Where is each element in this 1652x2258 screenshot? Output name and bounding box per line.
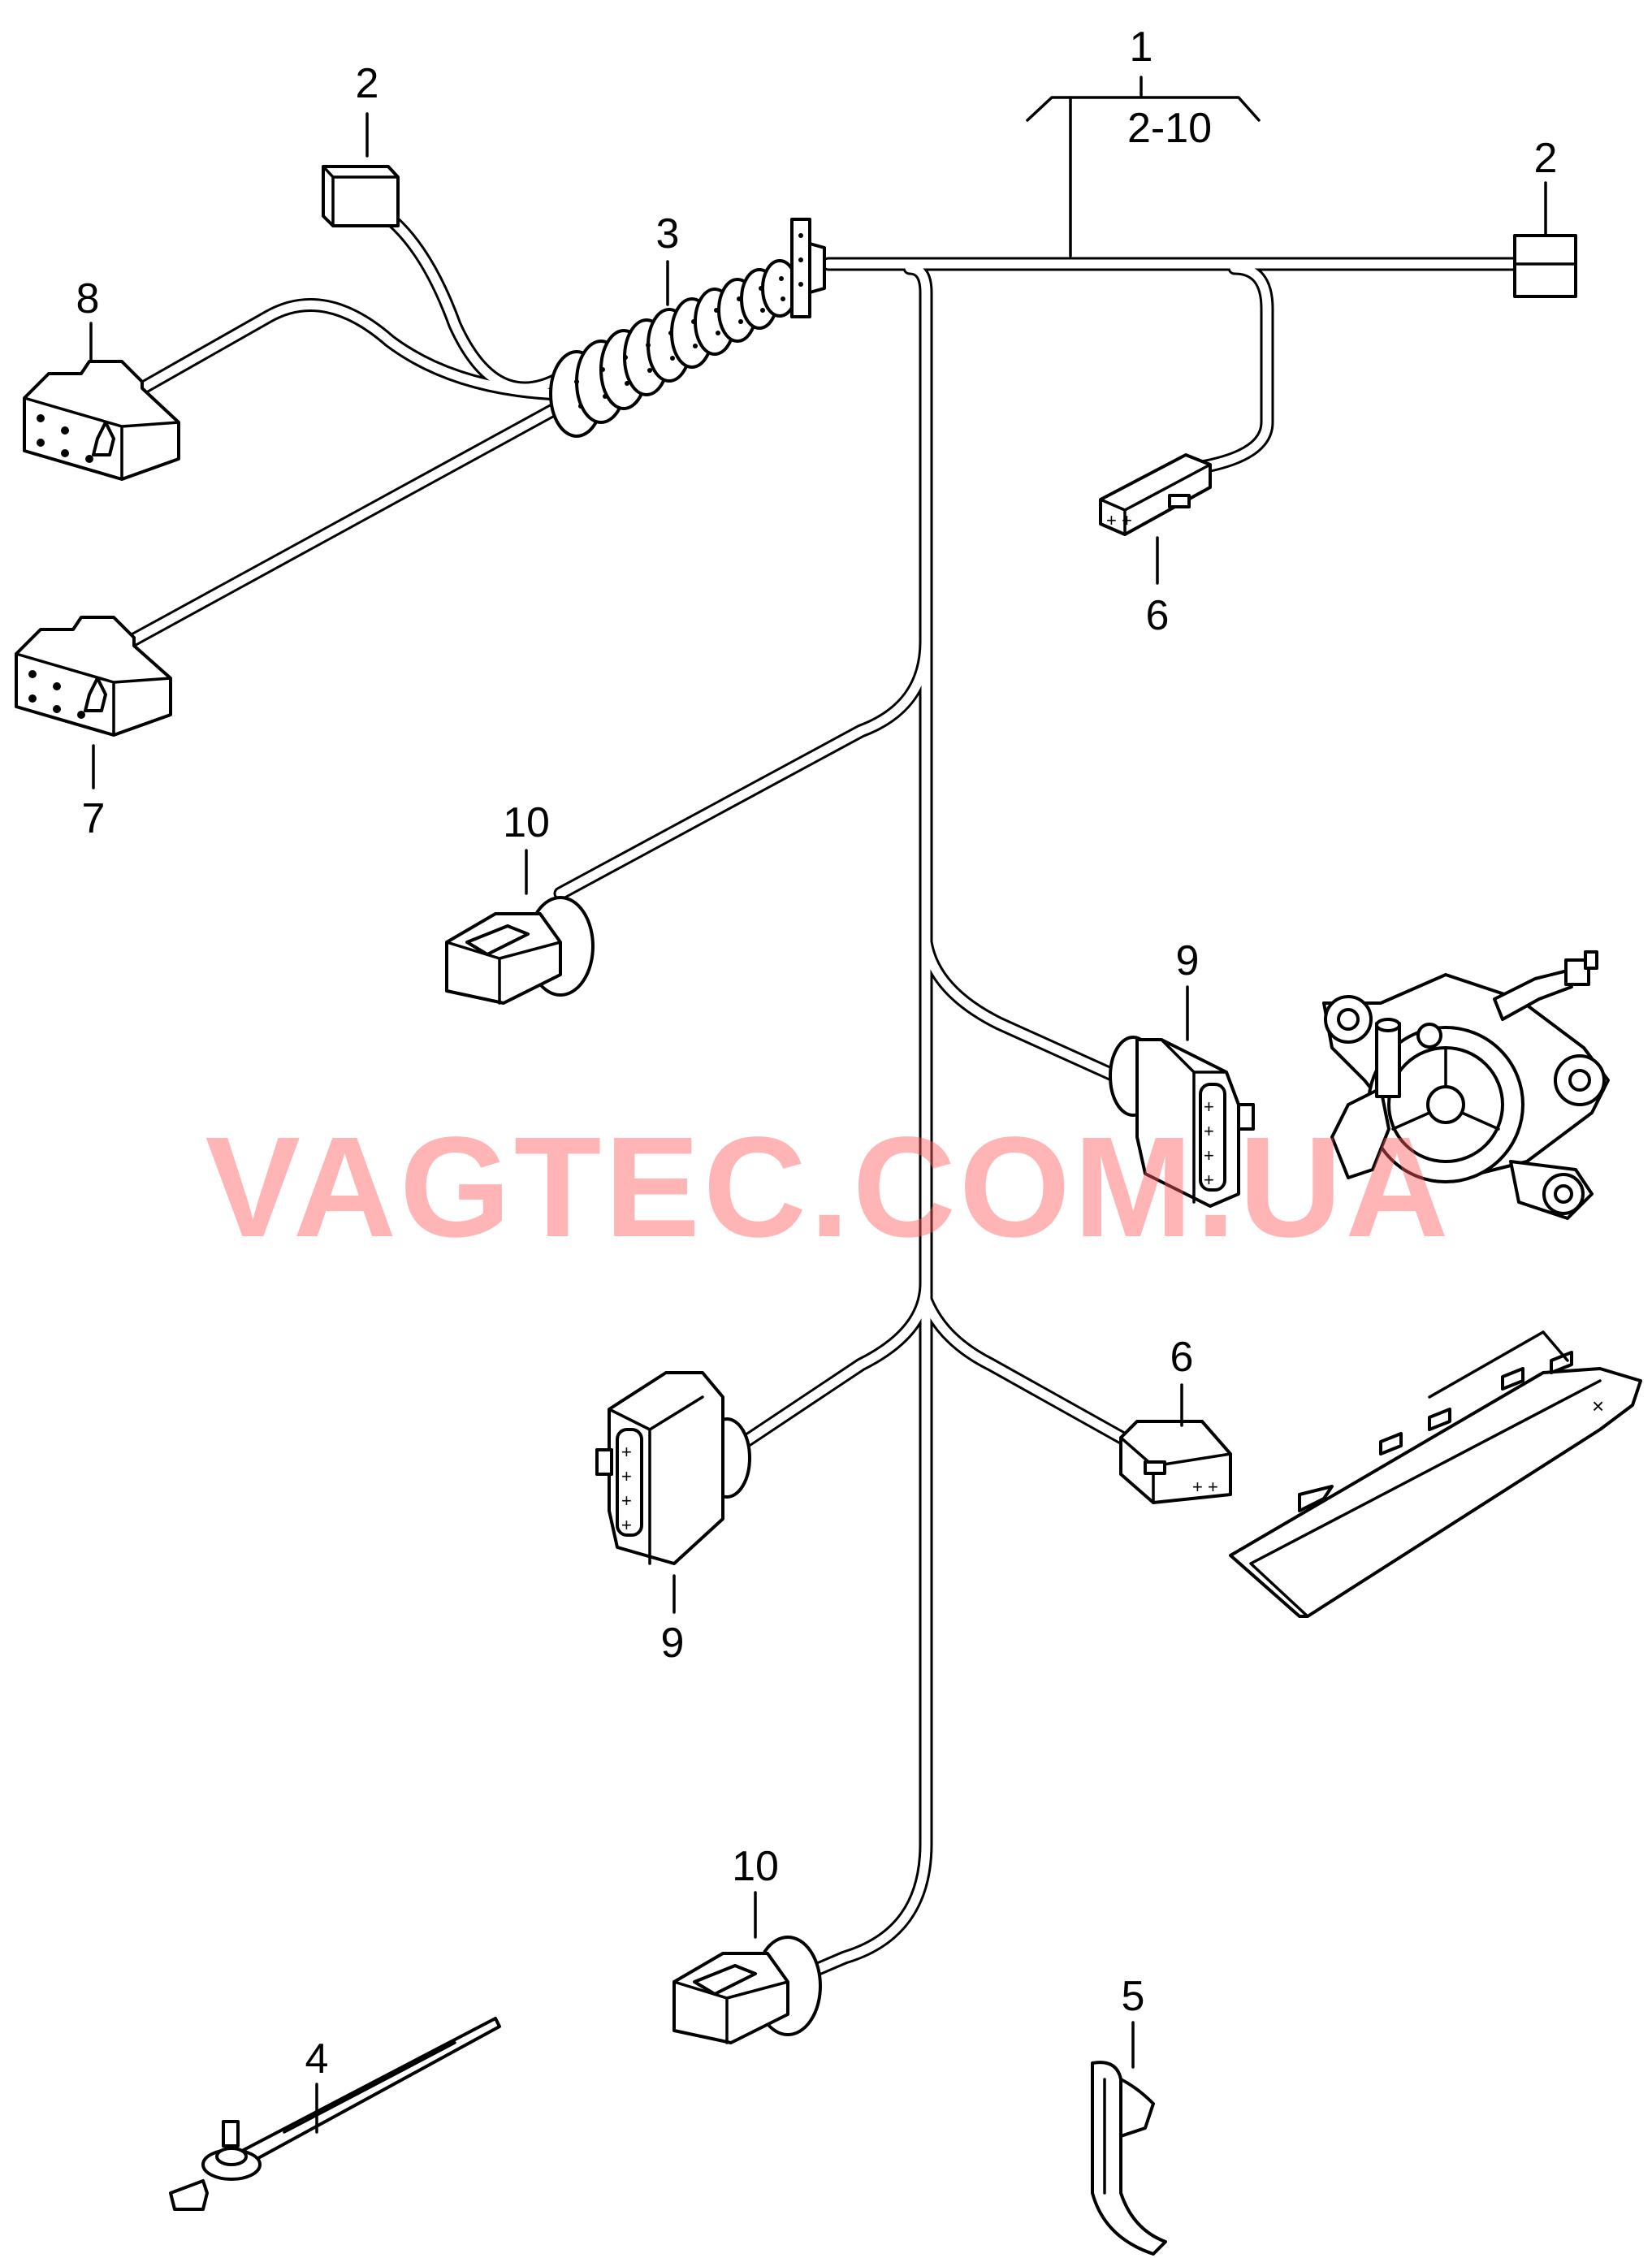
callout-8: 8: [76, 275, 100, 322]
svg-text:+ +: + +: [1106, 510, 1132, 530]
leader-lines: [89, 76, 1547, 2134]
svg-text:+: +: [1204, 1145, 1214, 1166]
callout-labels: 1 2-10 2 2 3 8 6 7 10 9 6 9 10 4 5: [76, 24, 1558, 2083]
callout-6-top: 6: [1146, 592, 1170, 639]
svg-text:+: +: [621, 1515, 632, 1535]
callout-10-top: 10: [503, 799, 550, 846]
callout-7: 7: [82, 795, 106, 842]
flat-connector-6-top: + +: [1099, 453, 1212, 536]
svg-text:+: +: [1204, 1121, 1214, 1141]
cable-tie-4: [169, 2017, 501, 2211]
callout-1: 1: [1130, 24, 1153, 71]
svg-text:+: +: [621, 1490, 632, 1511]
callout-9-right: 9: [1176, 937, 1200, 984]
connector-housing-2-right: [1513, 234, 1577, 298]
flat-connector-10-top: [445, 896, 595, 1005]
svg-text:+: +: [621, 1466, 632, 1486]
connector-housing-2-left: [322, 165, 400, 227]
connector-9-right: + + + +: [1109, 1036, 1255, 1208]
callout-4: 4: [305, 2035, 329, 2083]
watermark: VAGTEC.COM.UA: [205, 1108, 1452, 1267]
third-brake-light-illustration: ×: [1229, 1330, 1642, 1618]
flat-connector-6-mid: + +: [1119, 1420, 1232, 1504]
clip-bracket-5: [1091, 2061, 1167, 2256]
callout-2-left: 2: [356, 60, 379, 107]
protective-sleeve: [549, 218, 826, 438]
multipin-connector-7: [15, 616, 172, 737]
harness-wires: [123, 200, 1522, 1989]
callout-6-mid: 6: [1170, 1334, 1194, 1381]
callout-2-right: 2: [1534, 135, 1558, 182]
svg-text:+: +: [621, 1442, 632, 1462]
callout-10-bottom: 10: [732, 1843, 779, 1890]
svg-text:×: ×: [1592, 1394, 1604, 1418]
wiper-motor-illustration: [1322, 950, 1610, 1220]
flat-connector-10-bottom: [672, 1936, 822, 2044]
connector-9-left: + + + +: [595, 1371, 751, 1565]
multipin-connector-8: [23, 360, 180, 481]
svg-text:+: +: [1204, 1170, 1214, 1190]
callout-5: 5: [1122, 1973, 1145, 2020]
callout-9-left: 9: [661, 1620, 685, 1667]
callout-3: 3: [656, 210, 680, 257]
svg-text:+ +: + +: [1192, 1477, 1218, 1497]
svg-text:+: +: [1204, 1097, 1214, 1117]
callout-1-range: 2-10: [1127, 105, 1212, 152]
